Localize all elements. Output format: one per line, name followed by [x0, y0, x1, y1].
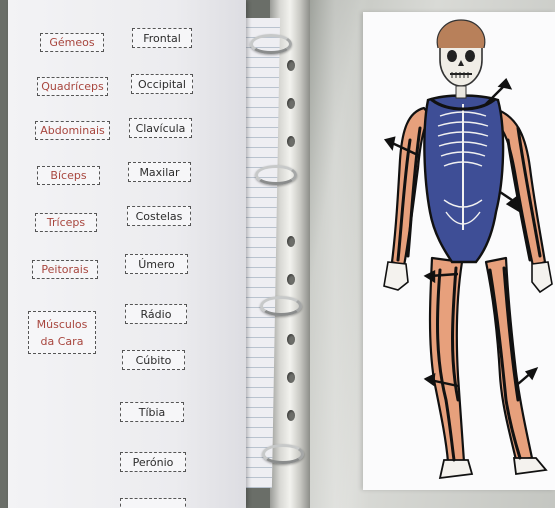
- left-foot-bones: [440, 460, 472, 478]
- left-hand-bones: [384, 262, 408, 290]
- right-hand-bones: [532, 262, 552, 292]
- body-figure: [384, 20, 552, 478]
- right-foot-bones: [514, 458, 546, 474]
- skull: [437, 20, 485, 98]
